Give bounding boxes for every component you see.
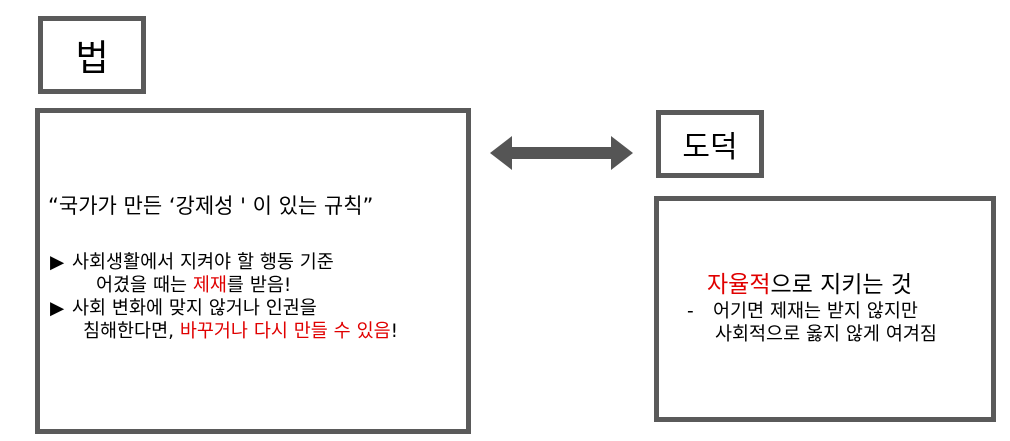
moral-autonomy-highlight: 자율적: [707, 272, 771, 298]
law-title-box: 법: [38, 16, 146, 94]
law-bullet-1-line1: 사회생활에서 지켜야 할 행동 기준: [72, 252, 334, 273]
moral-description-line2: 사회적으로 옳지 않게 여겨짐: [715, 324, 937, 345]
moral-definition: 자율적으로 지키는 것: [707, 272, 913, 298]
triangle-bullet-icon: ▶: [50, 252, 65, 273]
moral-title-box: 도덕: [656, 110, 764, 178]
double-arrow-icon: [490, 136, 633, 170]
law-bullet-1: ▶ 사회생활에서 지켜야 할 행동 기준 어겼을 때는 제재를 받음!: [50, 251, 334, 297]
law-change-highlight: 바꾸거나 다시 만들 수 있음: [179, 321, 391, 342]
law-sanction-highlight: 제재: [192, 275, 227, 296]
triangle-bullet-icon: ▶: [50, 298, 65, 319]
law-bullet-1-line2: 어겼을 때는 제재를 받음!: [96, 275, 292, 296]
law-bullet-2-line1: 사회 변화에 맞지 않거나 인권을: [72, 298, 317, 319]
moral-description-line1: 어기면 제재는 받지 않지만: [713, 301, 918, 322]
moral-title: 도덕: [682, 130, 738, 165]
dash-bullet: -: [687, 301, 694, 322]
law-bullet-2-line2: 침해한다면, 바꾸거나 다시 만들 수 있음!: [83, 321, 399, 342]
law-bullet-2: ▶ 사회 변화에 맞지 않거나 인권을 침해한다면, 바꾸거나 다시 만들 수 있…: [50, 297, 398, 343]
moral-content-box: 자율적으로 지키는 것 -어기면 제재는 받지 않지만 사회적으로 옳지 않게 …: [654, 196, 996, 422]
law-content-box: “국가가 만든 ‘강제성 ' 이 있는 규칙” ▶ 사회생활에서 지켜야 할 행동…: [35, 108, 471, 434]
law-title: 법: [75, 38, 109, 79]
moral-description: -어기면 제재는 받지 않지만 사회적으로 옳지 않게 여겨짐: [687, 300, 937, 346]
law-definition-quote: “국가가 만든 ‘강제성 ' 이 있는 규칙”: [48, 194, 374, 218]
